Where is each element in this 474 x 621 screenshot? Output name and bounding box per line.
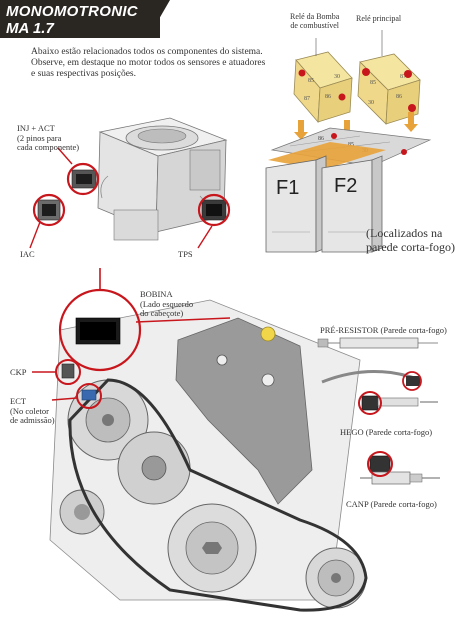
svg-text:85: 85 — [370, 80, 376, 86]
title-notch — [148, 0, 170, 38]
fuse-f2 — [321, 155, 383, 253]
title-line-2: MA 1.7 — [6, 20, 54, 37]
canp-callout — [367, 451, 393, 477]
ect-callout — [76, 383, 102, 409]
svg-text:86: 86 — [325, 94, 331, 100]
relay-location-note: (Localizados na parede corta-fogo) — [366, 226, 455, 254]
throttle-body — [37, 117, 228, 241]
iac-callout — [32, 193, 66, 227]
svg-text:87: 87 — [400, 74, 406, 80]
fuse-f2-label: F2 — [334, 175, 357, 197]
svg-text:87: 87 — [304, 96, 310, 102]
pump-relay-label: Relé da Bomba de combustível — [290, 12, 340, 30]
bobina-label: BOBINA (Lado esquerdo do cabeçote) — [140, 289, 194, 318]
title-line-1: MONOMOTRONIC — [6, 3, 138, 20]
svg-text:85: 85 — [308, 78, 314, 84]
svg-text:30: 30 — [334, 74, 340, 80]
tps-label: TPS — [178, 249, 193, 259]
hego-label: HEGO (Parede corta-fogo) — [340, 427, 433, 437]
ect-label: ECT (No coletor de admissão) — [10, 396, 55, 425]
hego-callout — [358, 391, 382, 415]
iac-label: IAC — [20, 249, 35, 259]
intro-paragraph: Abaixo estão relacionados todos os compo… — [31, 47, 266, 79]
canp-valve — [360, 455, 440, 485]
inj-act-callout — [66, 162, 100, 196]
svg-text:86: 86 — [318, 136, 324, 142]
relay-panel: 85 86 30 87 85 86 87 30 86 — [265, 30, 432, 253]
inj-act-label: INJ + ACT (2 pinos para cada componente) — [17, 123, 80, 152]
svg-text:86: 86 — [396, 94, 402, 100]
hego-sensor — [321, 369, 438, 411]
hego-connector-callout — [402, 371, 422, 391]
fuse-f1 — [265, 155, 327, 253]
pre-resistor — [317, 337, 438, 349]
main-relay-label: Relé principal — [356, 14, 402, 23]
section-title: MONOMOTRONIC MA 1.7 — [0, 0, 160, 38]
engine-block — [49, 299, 368, 612]
svg-text:30: 30 — [368, 100, 374, 106]
pump-relay: 85 86 30 87 — [293, 51, 353, 124]
tps-callout — [197, 193, 231, 227]
fuse-f1-label: F1 — [276, 177, 299, 199]
canp-label: CANP (Parede corta-fogo) — [346, 499, 437, 509]
pre-resistor-label: PRÉ-RESISTOR (Parede corta-fogo) — [320, 325, 447, 335]
ckp-label: CKP — [10, 367, 27, 377]
